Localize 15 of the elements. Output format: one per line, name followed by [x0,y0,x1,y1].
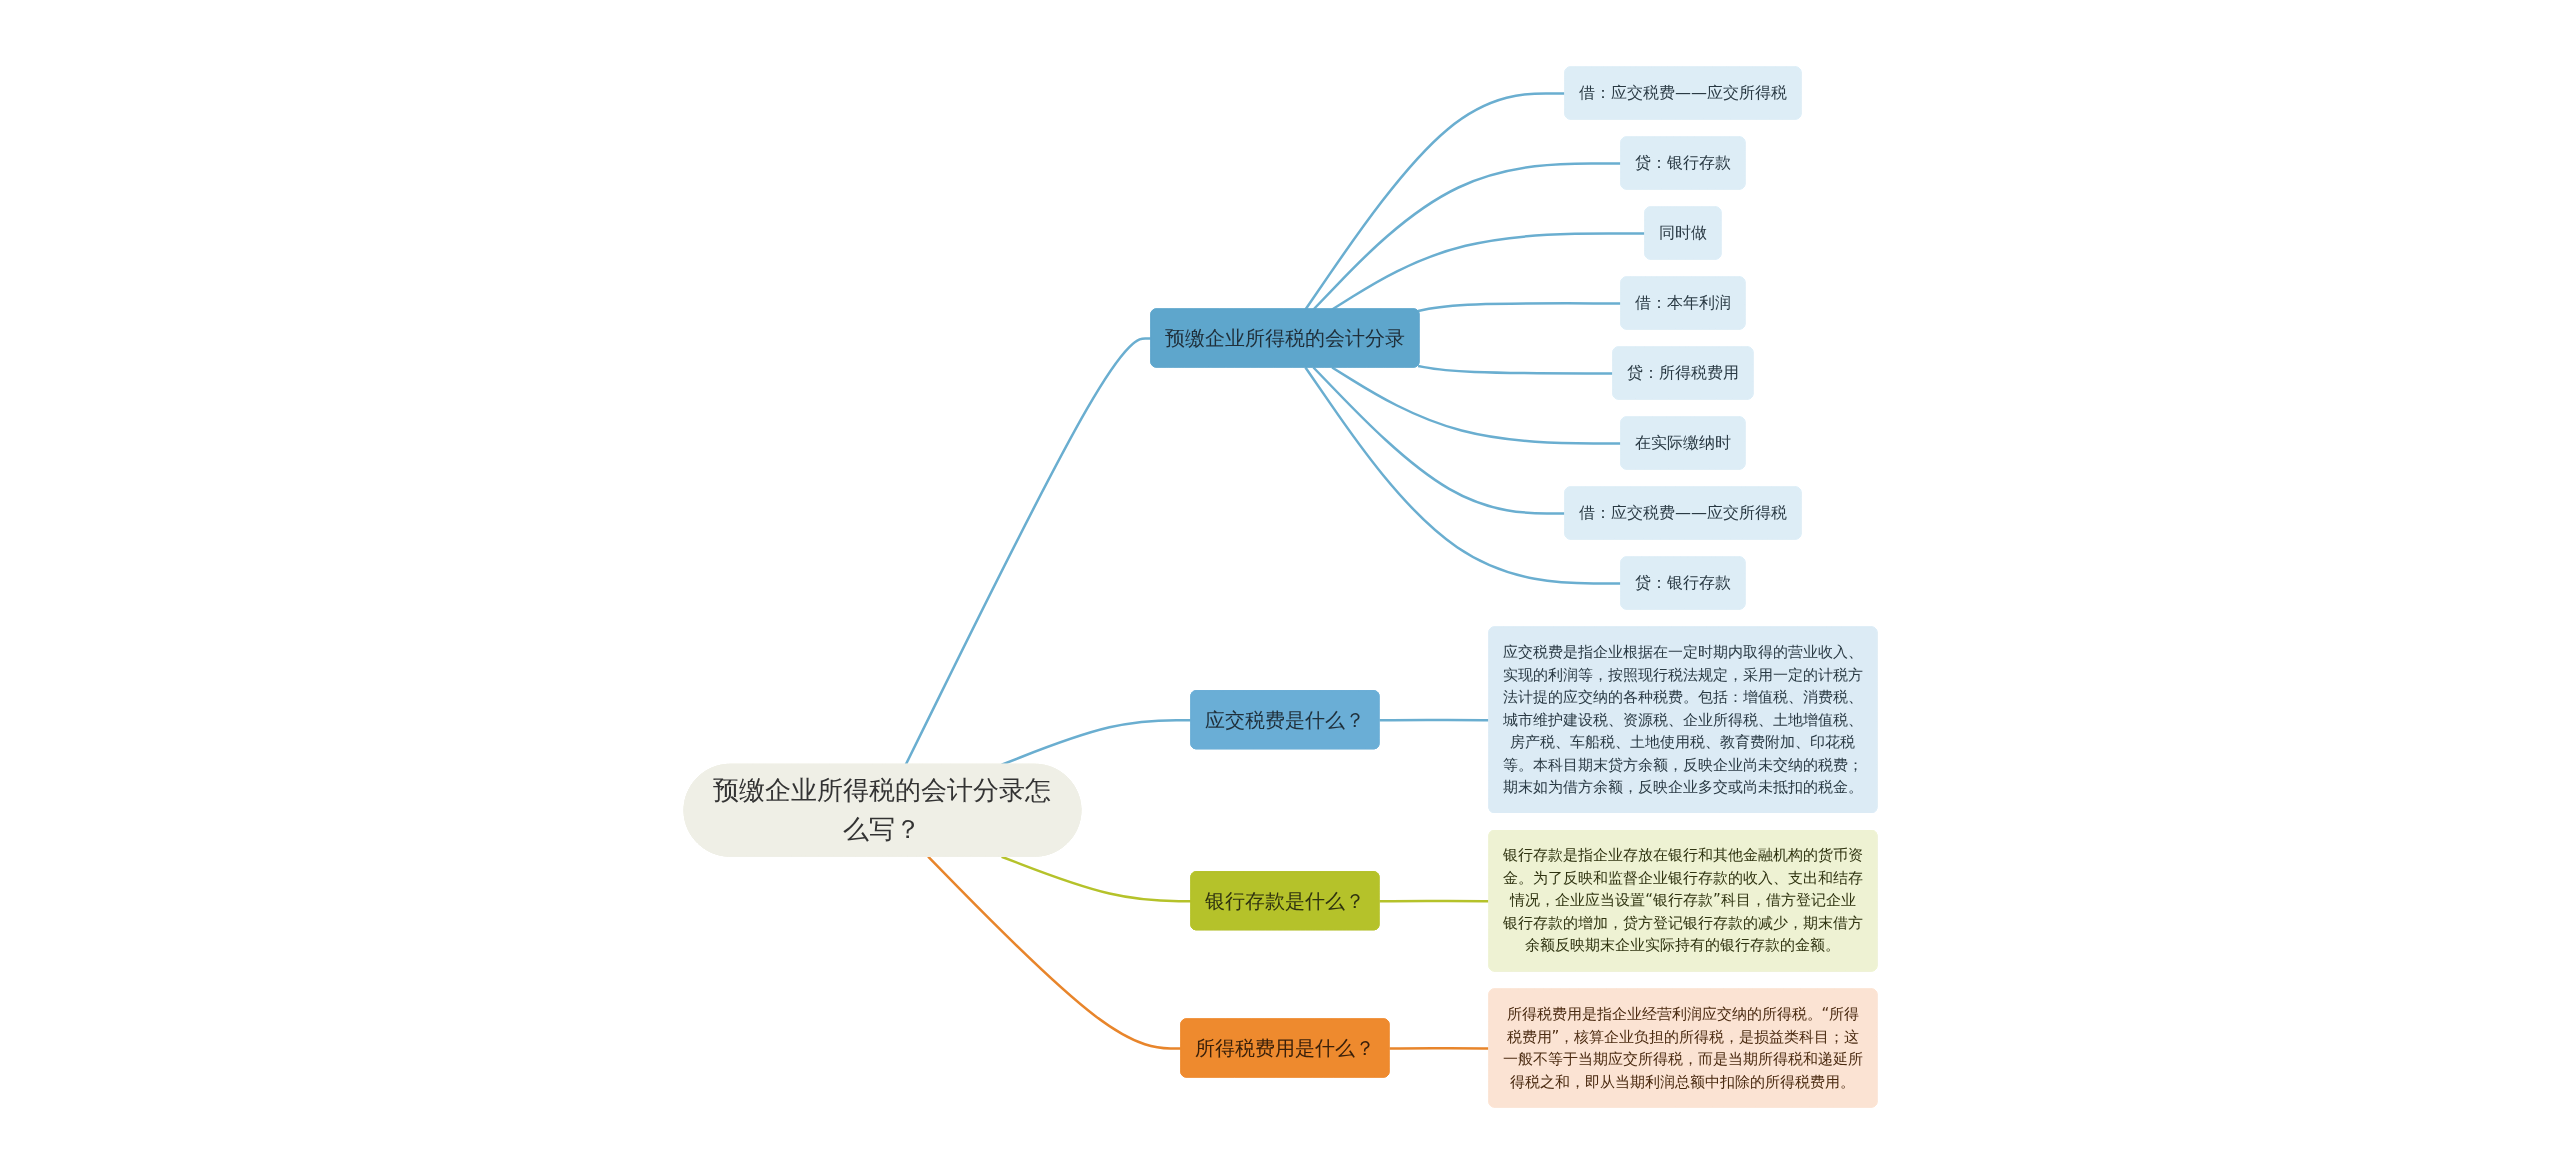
connector [1378,718,1489,722]
connector [1312,366,1565,515]
connector [1378,899,1489,903]
connector [1000,855,1191,903]
connector [1303,92,1565,311]
connector [1303,366,1621,585]
connector [1331,366,1621,445]
connector [926,855,1181,1050]
connector [1312,162,1621,311]
connector [904,337,1151,766]
connector [1331,232,1645,311]
connector [1417,364,1613,375]
connector [1417,302,1621,313]
connector [1000,718,1191,766]
connector [1388,1046,1489,1050]
